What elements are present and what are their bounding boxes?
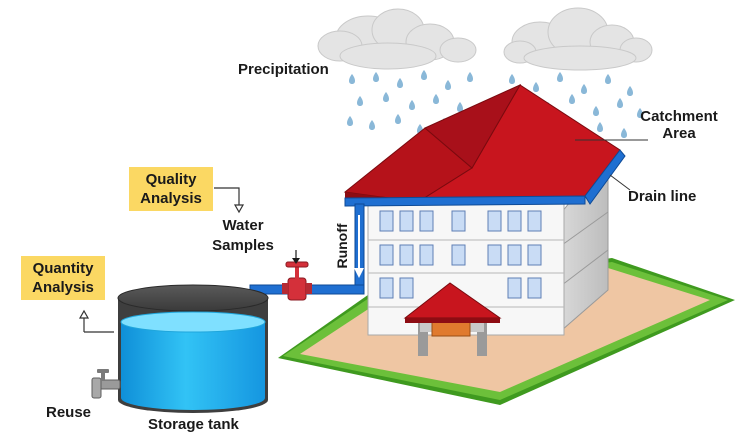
raindrop-icon (445, 80, 451, 90)
raindrop-icon (421, 70, 427, 80)
window (399, 244, 414, 266)
side-wall-lines (561, 211, 609, 286)
drain-line-label: Drain line (628, 188, 697, 205)
window (379, 210, 394, 232)
cloud-icon (317, 8, 477, 70)
window (507, 277, 522, 299)
window (507, 210, 522, 232)
raindrop-icon (383, 92, 389, 102)
window (527, 277, 542, 299)
raindrop-icon (347, 116, 353, 126)
entrance-canopy (403, 282, 502, 356)
arrow-icon (292, 250, 300, 264)
raindrop-icon (557, 72, 563, 82)
window (527, 210, 542, 232)
quantity-analysis-line1: Quantity (32, 260, 94, 277)
window (419, 244, 434, 266)
raindrop-icon (627, 86, 633, 96)
raindrop-icon (395, 114, 401, 124)
storage-tank (117, 284, 269, 413)
windows (379, 210, 542, 299)
raindrop-icon (433, 94, 439, 104)
window (379, 277, 394, 299)
raindrop-icon (605, 74, 611, 84)
window (399, 210, 414, 232)
quality-analysis-line2: Analysis (140, 190, 202, 207)
storage-tank-label: Storage tank (148, 416, 239, 433)
raindrop-icon (617, 98, 623, 108)
arrow-icon (78, 309, 114, 333)
drain-line (344, 149, 626, 207)
catchment-label-line1: Catchment (640, 108, 718, 125)
runoff-label: Runoff (334, 223, 350, 269)
raindrop-icon (457, 102, 463, 112)
faucet-icon (91, 369, 121, 399)
raindrop-icon (467, 72, 473, 82)
quality-analysis-line1: Quality (145, 171, 197, 188)
raindrop-icon (621, 128, 627, 138)
window (527, 244, 542, 266)
raindrops (347, 70, 643, 138)
raindrop-icon (533, 82, 539, 92)
water-samples-line2: Samples (212, 237, 274, 254)
valve-icon (282, 261, 312, 301)
catchment-area-label: Catchment Area (634, 108, 724, 142)
raindrop-icon (509, 74, 515, 84)
raindrop-icon (637, 108, 643, 118)
raindrop-icon (357, 96, 363, 106)
precipitation-label: Precipitation (238, 61, 329, 78)
window (419, 210, 434, 232)
raindrop-icon (369, 120, 375, 130)
quality-analysis-box: Quality Analysis (129, 167, 213, 211)
cloud-icon (503, 7, 653, 71)
raindrop-icon (569, 94, 575, 104)
window (487, 244, 502, 266)
raindrop-icon (593, 106, 599, 116)
window (451, 244, 466, 266)
arrow-icon (214, 187, 245, 214)
window (451, 210, 466, 232)
catchment-label-line2: Area (662, 125, 696, 142)
window (399, 277, 414, 299)
quantity-analysis-line2: Analysis (32, 279, 94, 296)
window (379, 244, 394, 266)
reuse-label: Reuse (46, 404, 92, 421)
raindrop-icon (409, 100, 415, 110)
raindrop-icon (397, 78, 403, 88)
window (507, 244, 522, 266)
water-samples-line1: Water (222, 217, 264, 234)
water-samples-label: Water Samples (206, 216, 280, 256)
raindrop-icon (597, 122, 603, 132)
quantity-analysis-box: Quantity Analysis (21, 256, 105, 300)
raindrop-icon (373, 72, 379, 82)
arrow-icon (354, 215, 364, 278)
raindrop-icon (581, 84, 587, 94)
window (487, 210, 502, 232)
raindrop-icon (349, 74, 355, 84)
